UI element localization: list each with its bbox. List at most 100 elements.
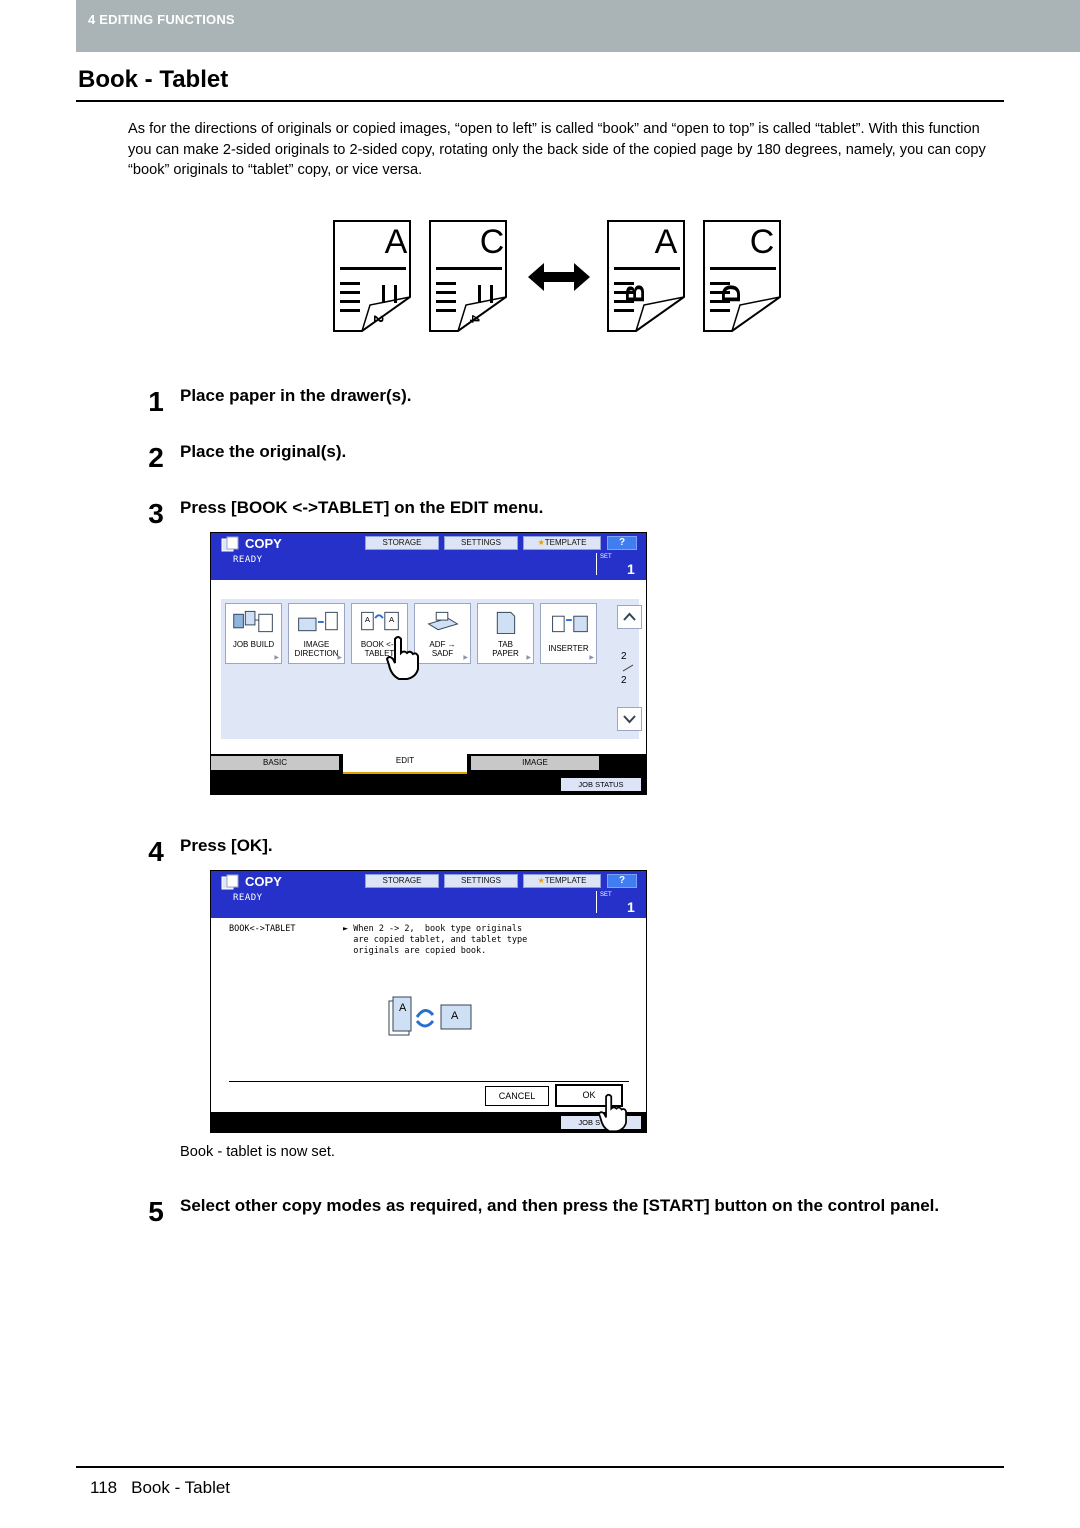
scroll-down-button[interactable] (617, 707, 642, 731)
tab-image[interactable]: IMAGE (471, 756, 599, 770)
template-button[interactable]: ★TEMPLATE (523, 536, 601, 550)
adf-sadf-icon (427, 611, 459, 631)
help-button[interactable]: ? (607, 874, 637, 888)
book-tablet-diagram: A 2 C 4 A B C (333, 220, 781, 332)
star-icon: ★ (537, 538, 545, 547)
ready-status: READY (233, 555, 263, 565)
set-label: SET (600, 554, 612, 560)
ready-status: READY (233, 893, 263, 903)
book-page-a-icon: A 2 (333, 220, 411, 332)
adf-sadf-button[interactable]: ADF →SADF ▶ (414, 603, 471, 664)
inserter-icon (552, 615, 588, 633)
set-divider (596, 553, 597, 575)
hand-pointer-icon (385, 636, 419, 680)
set-label: SET (600, 892, 612, 898)
page-title: Book - Tablet (78, 66, 229, 93)
step-text: Press [OK]. (180, 836, 273, 855)
book-tablet-label: BOOK <->TABLET (352, 640, 407, 658)
tab-paper-icon (496, 611, 516, 635)
step-number: 1 (148, 386, 164, 417)
svg-text:A: A (365, 615, 371, 624)
settings-button[interactable]: SETTINGS (444, 536, 518, 550)
label-line2: TABLET (364, 649, 395, 658)
book-page-a-letter: A (385, 223, 408, 261)
tablet-page-a-letter: A (655, 223, 678, 261)
adf-sadf-label: ADF →SADF (415, 640, 470, 658)
bottom-bar: JOB STATUS (211, 1112, 646, 1132)
function-description: ► When 2 -> 2, book type originals are c… (343, 924, 527, 957)
step-number: 2 (148, 442, 164, 473)
book-tablet-illustration-icon: A A (388, 996, 472, 1036)
help-button[interactable]: ? (607, 536, 637, 550)
image-direction-icon (298, 611, 338, 632)
label-line1: ADF → (429, 640, 456, 649)
step-text: Place the original(s). (180, 442, 347, 461)
template-button[interactable]: ★TEMPLATE (523, 874, 601, 888)
label-line1: BOOK <-> (360, 640, 399, 649)
ok-button[interactable]: OK (555, 1084, 623, 1107)
chevron-down-icon (623, 715, 636, 724)
book-page-c-icon: C 4 (429, 220, 507, 332)
job-build-icon (233, 610, 273, 633)
description-line: originals are copied book. (343, 946, 487, 956)
footer-title: Book - Tablet (131, 1478, 231, 1497)
book-page-c-number: 4 (467, 315, 483, 323)
inserter-button[interactable]: INSERTER ▶ (540, 603, 597, 664)
storage-button[interactable]: STORAGE (365, 874, 439, 888)
section-label: 4 EDITING FUNCTIONS (88, 12, 235, 27)
settings-button[interactable]: SETTINGS (444, 874, 518, 888)
job-status-button[interactable]: JOB STATUS (561, 778, 641, 791)
svg-text:A: A (399, 1002, 407, 1014)
job-build-label: JOB BUILD (232, 640, 275, 649)
copy-mode-icon (221, 536, 239, 552)
page-slash-icon (622, 664, 634, 672)
set-count: 1 (627, 899, 635, 915)
book-page-c-letter: C (480, 223, 505, 261)
triangle-icon: ▶ (337, 655, 342, 661)
cancel-button[interactable]: CANCEL (485, 1086, 549, 1106)
label-line2: PAPER (492, 649, 519, 658)
label-line1: TAB (498, 640, 513, 649)
triangle-icon: ▶ (274, 655, 279, 661)
function-title: BOOK<->TABLET (229, 924, 296, 934)
step-text: Place paper in the drawer(s). (180, 386, 412, 405)
star-icon: ★ (537, 876, 545, 885)
page-total: 2 (621, 675, 627, 686)
tab-edit[interactable]: EDIT (343, 754, 467, 774)
tab-basic[interactable]: BASIC (211, 756, 339, 770)
inserter-label: INSERTER (548, 644, 589, 653)
scroll-up-button[interactable] (617, 605, 642, 629)
tablet-page-a-back: B (620, 284, 650, 303)
screen-status-bar: COPY STORAGE SETTINGS ★TEMPLATE ? READY … (211, 533, 646, 580)
triangle-icon: ▶ (589, 655, 594, 661)
svg-text:A: A (389, 615, 395, 624)
section-header-bar: 4 EDITING FUNCTIONS (76, 0, 1080, 52)
step-text: Select other copy modes as required, and… (180, 1196, 940, 1215)
tablet-page-a-icon: A B (607, 220, 685, 332)
chevron-up-icon (623, 612, 636, 621)
set-divider (596, 891, 597, 913)
tablet-page-c-back: D (716, 284, 746, 303)
storage-button[interactable]: STORAGE (365, 536, 439, 550)
triangle-icon: ▶ (526, 655, 531, 661)
step-number: 3 (148, 498, 164, 529)
label-line2: SADF (431, 649, 454, 658)
job-build-button[interactable]: JOB BUILD ▶ (225, 603, 282, 664)
bottom-bar: JOB STATUS (211, 774, 646, 794)
step-number: 5 (148, 1196, 164, 1227)
menu-tabs: BASIC EDIT IMAGE (211, 754, 646, 774)
description-line: ► When 2 -> 2, book type originals (343, 924, 523, 934)
step-text: Press [BOOK <->TABLET] on the EDIT menu. (180, 498, 544, 517)
result-caption: Book - tablet is now set. (180, 1144, 335, 1160)
tablet-page-c-letter: C (750, 223, 775, 261)
label-line2: DIRECTION (294, 649, 339, 658)
template-label: TEMPLATE (544, 538, 587, 547)
copier-screen-edit-menu: COPY STORAGE SETTINGS ★TEMPLATE ? READY … (210, 532, 647, 795)
screen-status-bar: COPY STORAGE SETTINGS ★TEMPLATE ? READY … (211, 871, 646, 918)
template-label: TEMPLATE (544, 876, 587, 885)
